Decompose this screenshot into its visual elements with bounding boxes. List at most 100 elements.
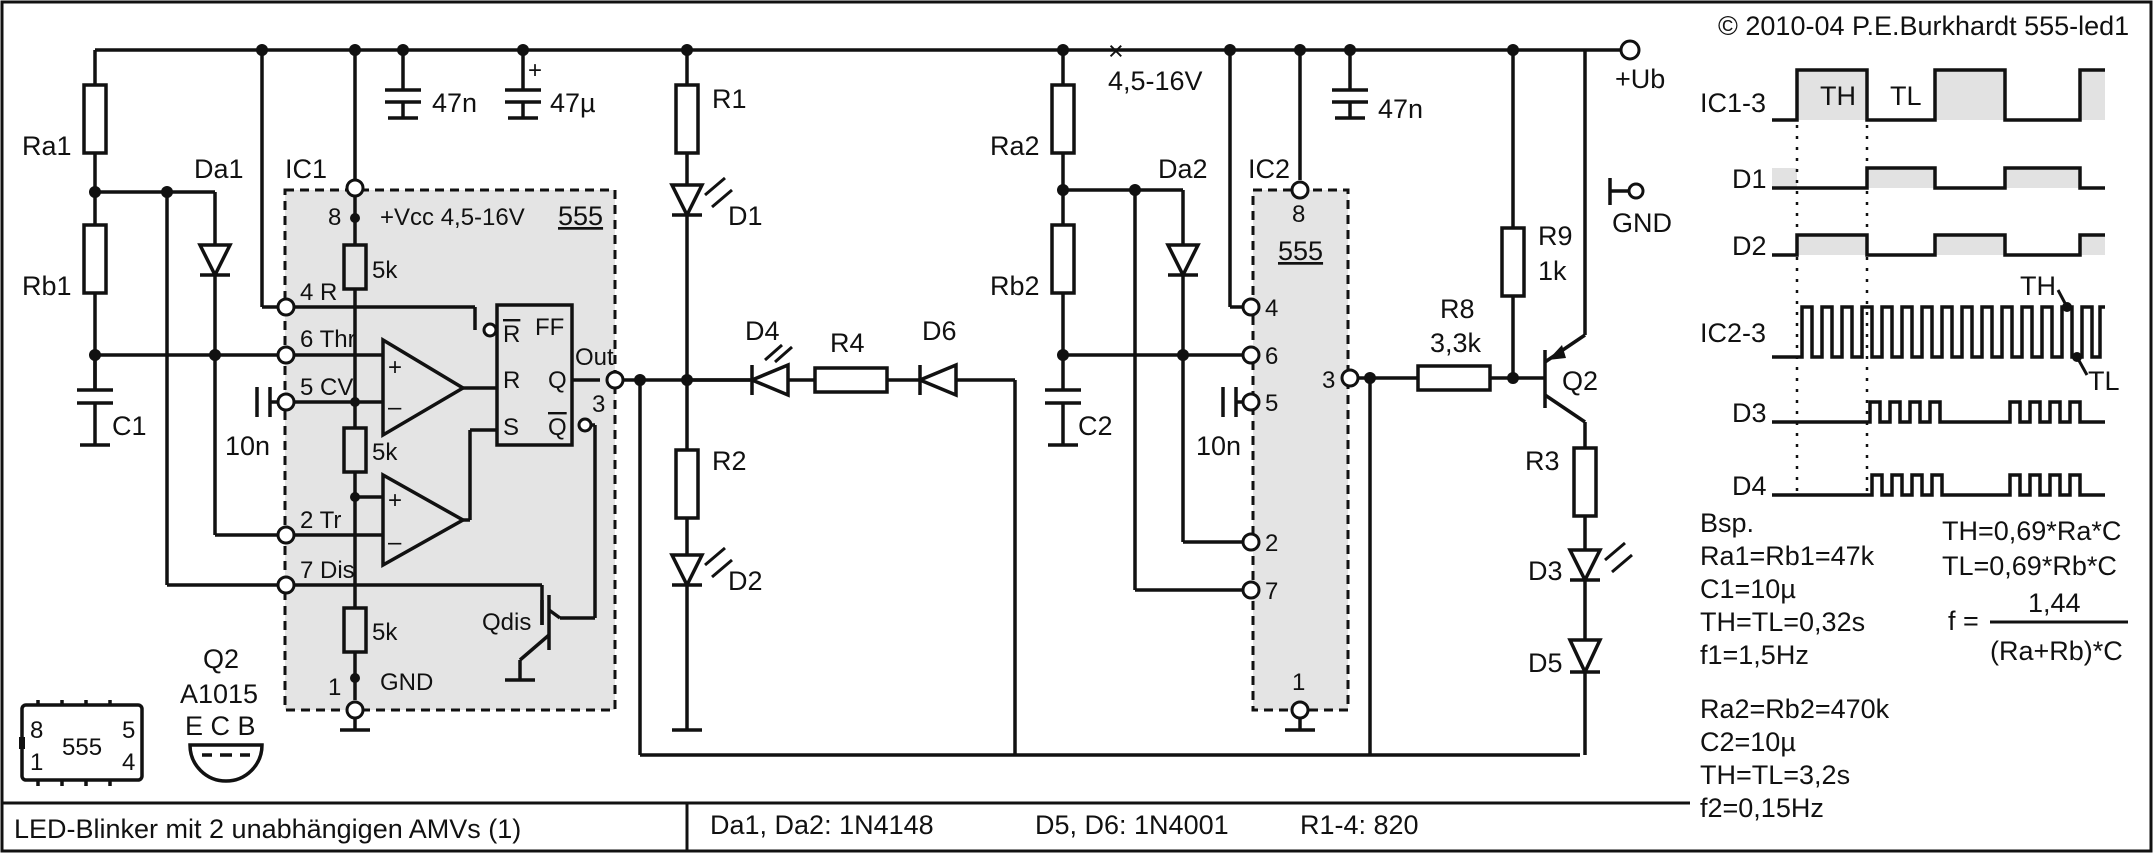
- ic2-pin6: [1241, 345, 1261, 365]
- ic1-pin7-label: 7 Dis: [300, 557, 355, 584]
- d4-label: D4: [745, 316, 780, 346]
- ic2-pin8-label: 8: [1292, 201, 1305, 228]
- ic1-pin3-label: 3: [592, 391, 605, 418]
- ic1-name: IC1: [285, 154, 327, 184]
- ic1-pin5: [276, 392, 296, 412]
- example-set1-line4: f1=1,5Hz: [1700, 640, 1809, 670]
- example-set1-line1: Ra1=Rb1=47k: [1700, 541, 1875, 571]
- r8-label: R8: [1440, 294, 1475, 324]
- pkg-q2-pins: E C B: [185, 711, 256, 741]
- ic2-pin1-label: 1: [1292, 669, 1305, 696]
- ff-s: S: [503, 414, 519, 441]
- pkg-pin1: 1: [30, 749, 43, 776]
- ic2-pin2-label: 2: [1265, 530, 1278, 557]
- ic1-internals: [286, 50, 600, 732]
- ic1-pin8: 8: [328, 204, 341, 231]
- ic1-gnd: GND: [380, 669, 433, 696]
- example-set1-line2: C1=10µ: [1700, 574, 1796, 604]
- example-set2-line1: Ra2=Rb2=470k: [1700, 694, 1890, 724]
- ic2-pin8: [1290, 180, 1310, 200]
- footer-d56: D5, D6: 1N4001: [1035, 810, 1229, 840]
- ff-q: Q: [548, 367, 567, 394]
- timing-label-d3: D3: [1732, 398, 1767, 428]
- rb2-label: Rb2: [990, 271, 1040, 301]
- d3-label: D3: [1528, 556, 1563, 586]
- svg-text:×: ×: [1108, 36, 1124, 66]
- cap-47n-a: [385, 50, 421, 120]
- supply-rail: ×: [95, 36, 1641, 66]
- ic2-chip: 555: [1278, 236, 1323, 266]
- c10n-a-label: 10n: [225, 431, 270, 461]
- ic1-pin4: [276, 297, 296, 317]
- da2-label: Da2: [1158, 154, 1208, 184]
- ic1-pin2-label: 2 Tr: [300, 507, 341, 534]
- rb1-label: Rb1: [22, 271, 72, 301]
- q2-stage: [1358, 44, 1645, 755]
- ra1-label: Ra1: [22, 131, 72, 161]
- ic1-cmp2-minus: –: [388, 529, 402, 556]
- ic1-pin2: [276, 525, 296, 545]
- ic2-pin1: [1290, 700, 1310, 720]
- r2-label: R2: [712, 446, 747, 476]
- pkg-pin5: 5: [122, 717, 135, 744]
- ic2-pin5-label: 5: [1265, 390, 1278, 417]
- formula-th: TH=0,69*Ra*C: [1942, 516, 2121, 546]
- formula-f-den: (Ra+Rb)*C: [1990, 636, 2123, 666]
- ic2-pin3: [1340, 368, 1360, 388]
- cap-47u: +: [505, 50, 542, 120]
- gnd-label: GND: [1612, 208, 1672, 238]
- ic2-pin7-label: 7: [1265, 578, 1278, 605]
- ra2-label: Ra2: [990, 131, 1040, 161]
- cap-47n-b: [1332, 50, 1368, 120]
- svg-text:+: +: [528, 57, 542, 84]
- timing-label-d1: D1: [1732, 164, 1767, 194]
- pkg-q2-type: A1015: [180, 679, 258, 709]
- timing-label-d2: D2: [1732, 231, 1767, 261]
- ic2-box: [1251, 188, 1350, 712]
- ic1-cmp2-plus: +: [388, 487, 402, 514]
- ff-rbar: R: [503, 321, 520, 348]
- cap-47u-label: 47µ: [550, 88, 596, 118]
- c10n-b-label: 10n: [1196, 431, 1241, 461]
- ff-r: R: [503, 367, 520, 394]
- d6-label: D6: [922, 316, 957, 346]
- footer-r14: R1-4: 820: [1300, 810, 1419, 840]
- timing-tl-marker: TL: [2088, 366, 2120, 396]
- ic1-vcc: +Vcc 4,5-16V: [380, 204, 525, 231]
- pkg-pin8: 8: [30, 717, 43, 744]
- ic1-pin1: 1: [328, 674, 341, 701]
- timing-label-d4: D4: [1732, 471, 1767, 501]
- ic2-pin5: [1241, 392, 1261, 412]
- timing-label-ic2: IC2-3: [1700, 318, 1766, 348]
- ic1-pin5-label: 5 CV: [300, 374, 353, 401]
- ic2-name: IC2: [1248, 154, 1290, 184]
- example-set2-line2: C2=10µ: [1700, 727, 1796, 757]
- to92-package: [188, 743, 264, 783]
- ic1-pin6: [276, 345, 296, 365]
- supply-ub: +Ub: [1615, 64, 1665, 94]
- amv2-wiring: [1045, 44, 1356, 732]
- ic1-r-top: 5k: [372, 257, 398, 284]
- ic1-cmp1-minus: –: [388, 394, 402, 421]
- ic2-pin4: [1241, 297, 1261, 317]
- ic1-out: Out: [575, 344, 614, 371]
- da1-label: Da1: [194, 154, 244, 184]
- example-set2-line4: f2=0,15Hz: [1700, 793, 1824, 823]
- c1-label: C1: [112, 411, 147, 441]
- pkg-pin4: 4: [122, 749, 135, 776]
- pkg-name: 555: [62, 734, 102, 761]
- ic2-pin6-label: 6: [1265, 343, 1278, 370]
- ic1-box: [283, 188, 617, 712]
- cap-47n-a-label: 47n: [432, 88, 477, 118]
- r4-label: R4: [830, 328, 865, 358]
- r8-value: 3,3k: [1430, 328, 1482, 358]
- q2-label: Q2: [1562, 366, 1598, 396]
- amv1-wiring: [77, 44, 529, 587]
- timing-tl: TL: [1890, 81, 1922, 111]
- ic2-pin2: [1241, 532, 1261, 552]
- ic1-chip: 555: [558, 201, 603, 231]
- d4-r4-d6-chain: [687, 343, 1017, 755]
- ic-package: [19, 700, 144, 786]
- ic2-pin3-label: 3: [1322, 367, 1335, 394]
